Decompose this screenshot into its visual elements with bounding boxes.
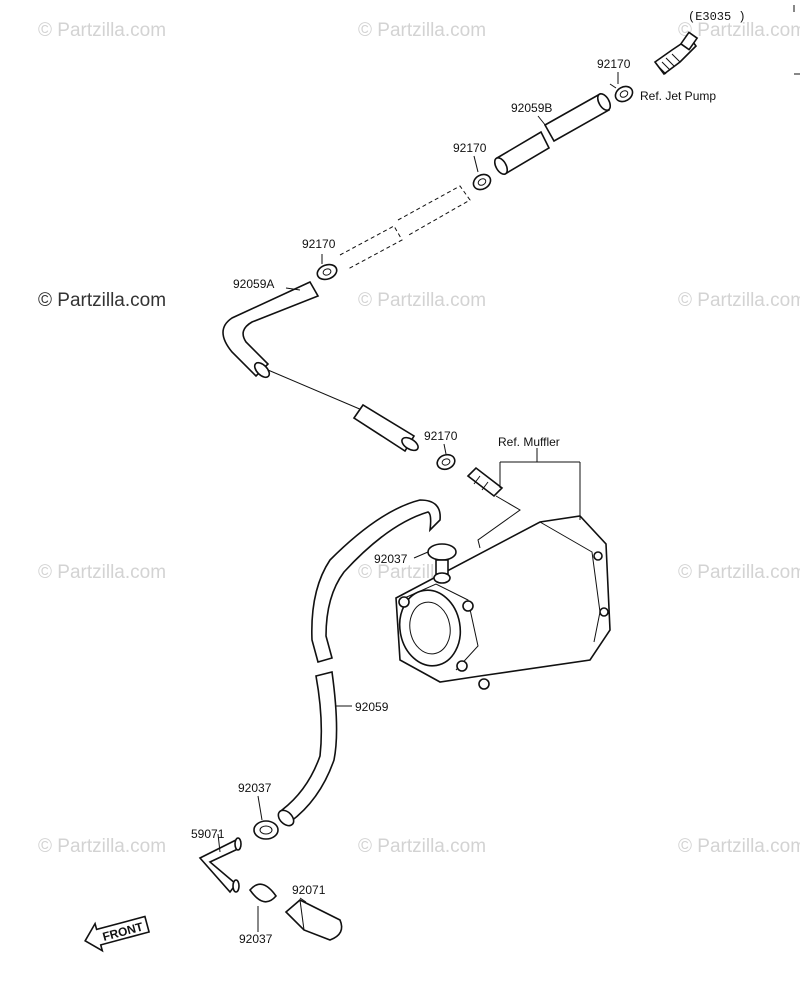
hose-hidden-section [339,185,471,270]
edge-marks [793,5,800,75]
watermark: © Partzilla.com [358,836,486,857]
callout-92059B: 92059B [511,101,552,115]
clamp-92170-top [609,83,634,103]
watermark: © Partzilla.com [38,836,166,857]
callout-59071: 59071 [191,827,225,841]
callout-92037-lower: 92037 [238,781,272,795]
callout-ref-jet-pump: Ref. Jet Pump [640,89,716,103]
clamp-92037-bottom [248,883,278,903]
muffler-body [395,495,611,690]
hose-short-segment [352,403,419,453]
watermark: © Partzilla.com [38,562,166,583]
callout-92170-top: 92170 [597,57,631,71]
watermark: © Partzilla.com [678,562,800,583]
callout-92170-mid: 92170 [424,429,458,443]
watermark: © Partzilla.com [678,20,800,41]
callout-92037-bottom: 92037 [239,932,273,946]
watermark: © Partzilla.com [358,20,486,41]
hose-92059 [277,499,441,827]
callout-ref-muffler: Ref. Muffler [498,435,560,449]
diagram-code: (E3035 ) [688,10,746,24]
callout-92059A: 92059A [233,277,274,291]
fitting-59071 [198,837,242,894]
leader-lines [217,72,619,932]
clamp-92170-third [316,263,338,281]
watermark-layer: © Partzilla.com © Partzilla.com © Partzi… [38,20,800,857]
watermark: © Partzilla.com [38,20,166,41]
watermark: © Partzilla.com [678,836,800,857]
leader-line [267,369,363,411]
callout-92037-muffler: 92037 [374,552,408,566]
callout-92170-second: 92170 [453,141,487,155]
clamp-92170-second [472,173,492,191]
clamp-92037-lower [253,820,279,840]
watermark: © Partzilla.com [678,290,800,311]
callout-92071: 92071 [292,883,326,897]
callout-92170-third: 92170 [302,237,336,251]
clamp-92170-mid [436,453,456,471]
jet-pump-fitting [653,31,699,76]
watermark: © Partzilla.com [38,290,166,311]
cap-92037-muffler [427,543,457,584]
muffler-nipple [466,466,504,498]
hose-92059B [493,92,612,176]
callout-92059: 92059 [355,700,389,714]
callout-labels: 92170 Ref. Jet Pump 92059B 92170 92170 9… [191,57,716,946]
plug-92071 [284,899,343,941]
hose-92059A [222,280,320,379]
watermark: © Partzilla.com [358,290,486,311]
front-arrow-badge: FRONT [84,915,151,953]
